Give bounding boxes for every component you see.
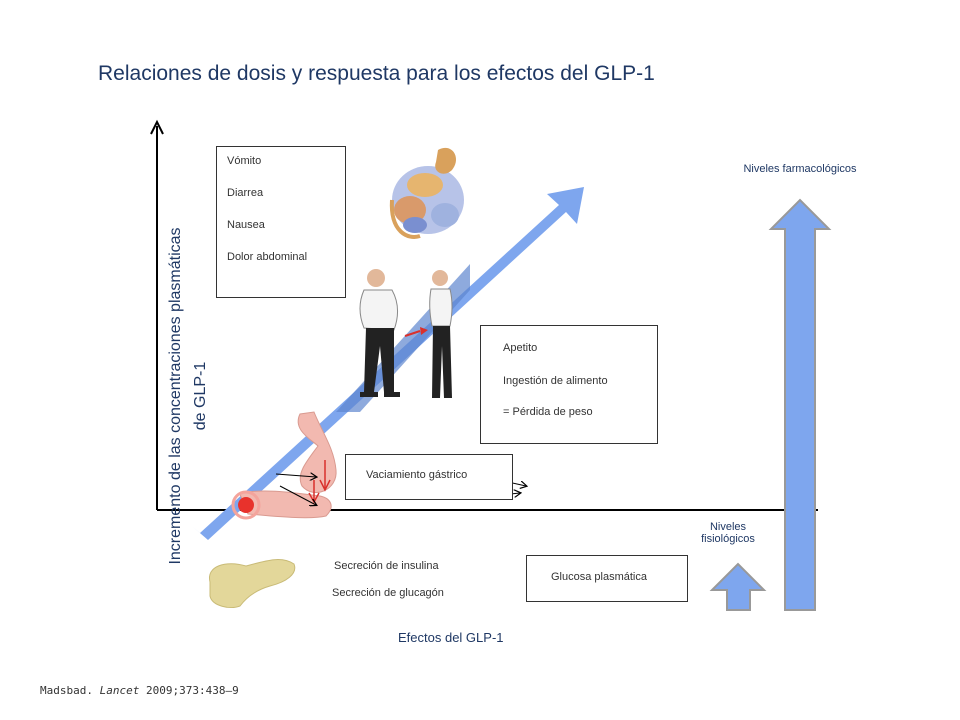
weight-loss-item: = Pérdida de peso xyxy=(503,406,593,418)
physiological-level-arrow xyxy=(709,562,767,611)
gastric-emptying-box: Vaciamiento gástrico xyxy=(345,454,513,500)
physiological-levels-label: Niveles fisiológicos xyxy=(701,521,755,545)
adverse-item-vomit: Vómito xyxy=(227,155,262,167)
pharmacological-level-arrow xyxy=(768,198,832,611)
food-intake-item: Ingestión de alimento xyxy=(503,375,608,387)
weight-loss-arrow xyxy=(404,330,421,337)
plasma-glucose-box: Glucosa plasmática xyxy=(526,555,688,602)
page-title: Relaciones de dosis y respuesta para los… xyxy=(98,62,655,85)
stomach-down-arrows xyxy=(308,460,331,504)
appetite-box: Apetito Ingestión de alimento = Pérdida … xyxy=(480,325,658,444)
glucagon-secretion-label: Secreción de glucagón xyxy=(332,587,444,599)
adverse-effects-box: Vómito Diarrea Nausea Dolor abdominal xyxy=(216,146,346,298)
gastric-emptying-label: Vaciamiento gástrico xyxy=(366,469,468,481)
adverse-item-nausea: Nausea xyxy=(227,219,265,231)
weight-loss-arrowhead xyxy=(420,327,428,335)
citation-ref: 2009;373:438–9 xyxy=(145,684,239,697)
citation: Madsbad. Lancet 2009;373:438–9 xyxy=(40,684,239,697)
pharmacological-levels-label: Niveles farmacológicos xyxy=(743,163,857,175)
insulin-secretion-label: Secreción de insulina xyxy=(334,560,439,572)
y-axis-label-line2: de GLP-1 xyxy=(192,362,209,431)
intestine-icon xyxy=(389,147,464,239)
stomach-icon xyxy=(231,411,337,520)
y-axis-label-line1: Incremento de las concentraciones plasmá… xyxy=(167,227,184,564)
slim-man-icon xyxy=(429,270,453,398)
x-axis-label: Efectos del GLP-1 xyxy=(398,630,504,645)
pancreas-icon xyxy=(209,559,296,609)
y-axis xyxy=(150,119,164,510)
appetite-item: Apetito xyxy=(503,342,538,354)
overweight-man-icon xyxy=(359,269,400,397)
citation-author: Madsbad. xyxy=(40,684,93,697)
y-axis-label: Incremento de las concentraciones plasmá… xyxy=(80,196,209,596)
adverse-item-abdominal-pain: Dolor abdominal xyxy=(227,251,308,263)
plasma-glucose-label: Glucosa plasmática xyxy=(551,571,647,583)
citation-journal: Lancet xyxy=(99,684,140,697)
adverse-item-diarrhea: Diarrea xyxy=(227,187,264,199)
